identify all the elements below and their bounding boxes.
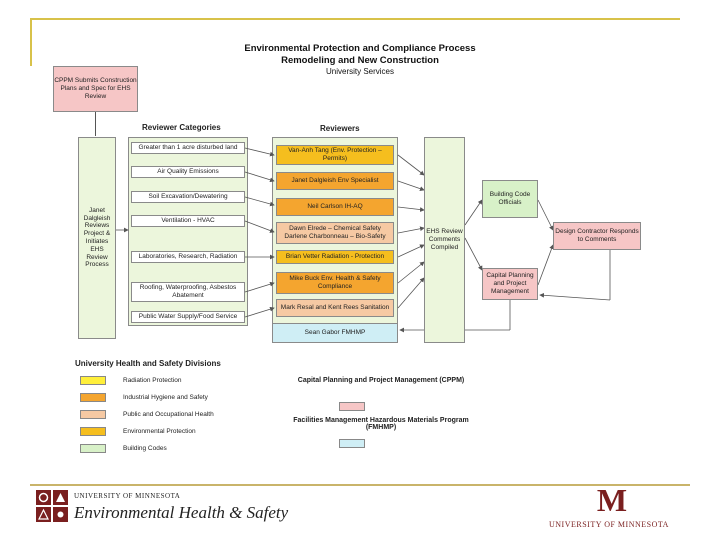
legend-label: Industrial Hygiene and Safety [123,394,208,401]
reviewer-item: Mike Buck Env. Health & Safety Complianc… [276,272,394,294]
category-item: Ventilation - HVAC [131,215,245,227]
category-item: Public Water Supply/Food Service [131,311,245,323]
category-item: Soil Excavation/Dewatering [131,191,245,203]
reviewer-item: Sean Gabor FMHMP [272,323,398,343]
legend-swatch-ih [80,393,106,402]
frame-left-rule [30,18,32,66]
ehs-review-column: EHS Review Comments Compiled [424,137,465,343]
legend-label: Environmental Protection [123,428,196,435]
reviewers-heading: Reviewers [320,124,360,133]
capital-planning-box: Capital Planning and Project Management [482,268,538,300]
legend-swatch-env-protection [80,427,106,436]
reviewer-item: Brian Vetter Radiation - Protection [276,250,394,264]
reviewer-categories-heading: Reviewer Categories [142,123,221,132]
arrow-cppm-down [95,112,96,136]
footer-univ-right: UNIVERSITY OF MINNESOTA [549,520,669,529]
reviewer-item: Neil Carlson IH-AQ [276,198,394,216]
umn-logo-mark: M [596,482,628,518]
legend-label: Building Codes [123,445,167,452]
legend-label: Public and Occupational Health [123,411,214,418]
legend-swatch-radiation [80,376,106,385]
footer-rule [30,484,690,486]
janet-review-column: Janet Dalgleish Reviews Project & Initia… [78,137,116,339]
category-item: Laboratories, Research, Radiation [131,251,245,263]
hazard-icons [36,490,68,522]
legend-cppm-label: Capital Planning and Project Management … [297,377,465,384]
diagram-org: University Services [325,67,394,76]
legend-swatch-public-health [80,410,106,419]
reviewer-item: Dawn Elrede – Chemical Safety Darlene Ch… [276,222,394,244]
legend-swatch-cppm [339,402,365,411]
design-contractor-box: Design Contractor Responds to Comments [553,222,641,250]
legend-swatch-fmhmp [339,439,365,448]
reviewer-item: Van-Anh Tang (Env. Protection – Permits) [276,145,394,165]
cppm-submits-box: CPPM Submits Construction Plans and Spec… [53,66,138,112]
building-code-box: Building Code Officials [482,180,538,218]
legend-fmhmp-label: Facilities Management Hazardous Material… [293,417,469,431]
category-item: Greater than 1 acre disturbed land [131,142,245,154]
legend-label: Radiation Protection [123,377,182,384]
category-item: Air Quality Emissions [131,166,245,178]
legend-swatch-building-codes [80,444,106,453]
footer-univ-small: UNIVERSITY OF MINNESOTA [74,492,181,500]
diagram-subtitle: Remodeling and New Construction [281,55,439,66]
frame-top-rule [30,18,680,20]
legend-title: University Health and Safety Divisions [75,359,221,368]
reviewer-item: Janet Dalgleish Env Specialist [276,172,394,190]
category-item: Roofing, Waterproofing, Asbestos Abateme… [131,282,245,302]
footer-ehs-name: Environmental Health & Safety [74,503,289,522]
reviewer-item: Mark Resal and Kent Rees Sanitation [276,299,394,317]
diagram-title: Environmental Protection and Compliance … [244,43,476,54]
